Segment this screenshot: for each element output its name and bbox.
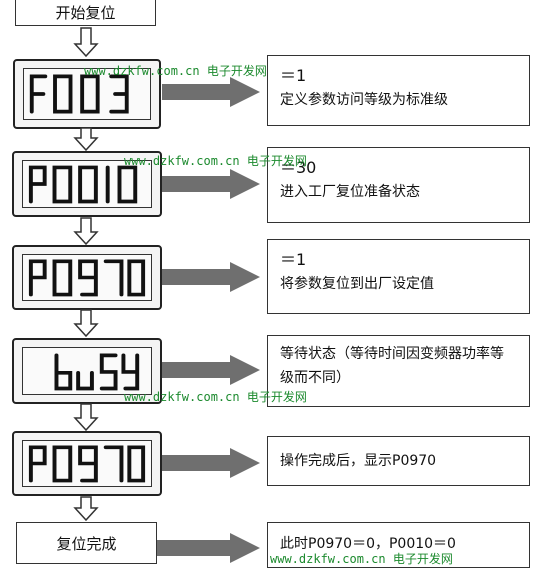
right-arrow-icon — [162, 169, 260, 199]
lcd-display-busy — [12, 338, 162, 404]
step-description: 将参数复位到出厂设定值 — [280, 276, 434, 292]
watermark: www.dzkfw.com.cn 电子开发网 — [84, 64, 267, 78]
segment-display — [29, 74, 129, 114]
step-description: 定义参数访问等级为标准级 — [280, 92, 448, 108]
right-arrow-icon — [162, 355, 260, 385]
watermark: www.dzkfw.com.cn 电子开发网 — [124, 390, 307, 404]
segment-display — [28, 259, 146, 297]
down-arrow-icon — [73, 127, 99, 152]
right-arrow-icon — [162, 262, 260, 292]
step-note-3: ＝1 将参数复位到出厂设定值 — [267, 239, 530, 314]
watermark: www.dzkfw.com.cn 电子开发网 — [124, 154, 307, 168]
right-arrow-icon — [162, 448, 260, 478]
start-box: 开始复位 — [15, 0, 156, 26]
step-note-1: ＝1 定义参数访问等级为标准级 — [267, 55, 530, 126]
segment-display — [28, 445, 146, 483]
lcd-display-p0970 — [12, 245, 162, 310]
lcd-display-f0003 — [13, 59, 161, 129]
step-description: 操作完成后，显示P0970 — [280, 453, 437, 469]
segment-display — [54, 353, 140, 391]
step-value: ＝1 — [280, 250, 307, 269]
down-arrow-icon — [73, 309, 99, 338]
final-note-text: 此时P0970＝0，P0010＝0 — [280, 536, 456, 552]
step-note-5: 操作完成后，显示P0970 — [267, 436, 530, 486]
watermark: www.dzkfw.com.cn 电子开发网 — [270, 552, 453, 566]
segment-display — [28, 165, 138, 204]
step-value: ＝30 — [280, 158, 317, 177]
step-note-4: 等待状态（等待时间因变频器功率等级而不同） — [267, 335, 530, 407]
down-arrow-icon — [73, 27, 99, 58]
end-label: 复位完成 — [56, 534, 117, 553]
right-arrow-icon — [157, 533, 260, 563]
start-label: 开始复位 — [55, 3, 116, 22]
lcd-display-p0970-done — [12, 431, 162, 496]
down-arrow-icon — [73, 217, 99, 246]
lcd-display-p0010 — [12, 151, 162, 217]
step-description: 等待状态（等待时间因变频器功率等级而不同） — [280, 346, 504, 386]
step-value: ＝1 — [280, 66, 307, 85]
step-note-2: ＝30 进入工厂复位准备状态 — [267, 147, 530, 223]
right-arrow-icon — [162, 77, 260, 107]
down-arrow-icon — [73, 403, 99, 432]
down-arrow-icon — [73, 496, 99, 522]
step-description: 进入工厂复位准备状态 — [280, 184, 420, 200]
final-note: 此时P0970＝0，P0010＝0 — [267, 522, 530, 568]
end-box: 复位完成 — [16, 522, 157, 564]
